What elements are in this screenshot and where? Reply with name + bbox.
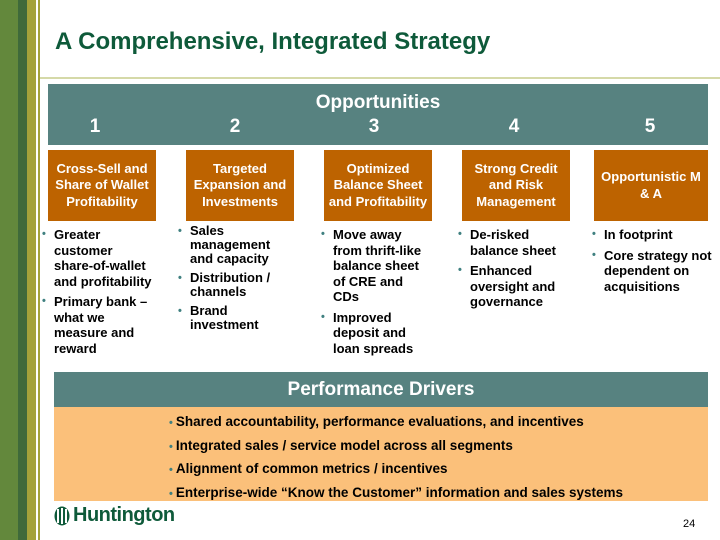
huntington-logo: Huntington — [54, 504, 175, 527]
opportunity-box: Optimized Balance Sheet and Profitabilit… — [324, 150, 432, 221]
performance-drivers-heading: Performance Drivers — [54, 372, 708, 407]
bullet: In footprint — [592, 227, 717, 243]
bullet: Shared accountability, performance evalu… — [169, 411, 708, 435]
opportunities-banner: Opportunities 1 2 3 4 5 — [48, 84, 708, 145]
opportunity-bullets: In footprint Core strategy not dependent… — [592, 227, 717, 299]
bullet: Integrated sales / service model across … — [169, 435, 708, 459]
opportunity-number: 3 — [368, 116, 380, 137]
bullet: Improved deposit and loan spreads — [321, 310, 431, 357]
bullet: Enhanced oversight and governance — [458, 263, 573, 310]
bullet: Move away from thrift-like balance sheet… — [321, 227, 431, 305]
side-stripe — [0, 0, 18, 540]
opportunity-number: 1 — [89, 116, 101, 137]
logo-mark-icon — [54, 506, 70, 525]
opportunity-box: Targeted Expansion and Investments — [186, 150, 294, 221]
divider — [40, 77, 720, 79]
bullet: Brand investment — [178, 304, 288, 332]
side-stripe — [18, 0, 27, 540]
opportunity-bullets: Greater customer share-of-wallet and pro… — [42, 227, 152, 361]
opportunity-number: 2 — [229, 116, 241, 137]
performance-drivers-body: Shared accountability, performance evalu… — [54, 407, 708, 501]
opportunities-heading: Opportunities — [315, 92, 441, 113]
opportunity-box: Strong Credit and Risk Management — [462, 150, 570, 221]
bullet: Sales management and capacity — [178, 224, 288, 266]
opportunity-box: Cross-Sell and Share of Wallet Profitabi… — [48, 150, 156, 221]
bullet: Primary bank – what we measure and rewar… — [42, 294, 152, 356]
bullet: De-risked balance sheet — [458, 227, 573, 258]
bullet: Alignment of common metrics / incentives — [169, 458, 708, 482]
side-stripe — [27, 0, 36, 540]
opportunity-bullets: Move away from thrift-like balance sheet… — [321, 227, 431, 361]
page-number: 24 — [683, 518, 696, 530]
opportunity-bullets: De-risked balance sheet Enhanced oversig… — [458, 227, 573, 315]
opportunity-box: Opportunistic M & A — [594, 150, 708, 221]
bullet: Distribution / channels — [178, 271, 288, 299]
side-stripe — [38, 0, 40, 540]
slide-title: A Comprehensive, Integrated Strategy — [55, 28, 491, 55]
bullet: Core strategy not dependent on acquisiti… — [592, 248, 717, 295]
logo-text: Huntington — [73, 504, 175, 526]
bullet: Enterprise-wide “Know the Customer” info… — [169, 482, 708, 506]
opportunity-number: 4 — [508, 116, 520, 137]
bullet: Greater customer share-of-wallet and pro… — [42, 227, 152, 289]
opportunity-number: 5 — [644, 116, 656, 137]
opportunity-bullets: Sales management and capacity Distributi… — [178, 224, 288, 337]
